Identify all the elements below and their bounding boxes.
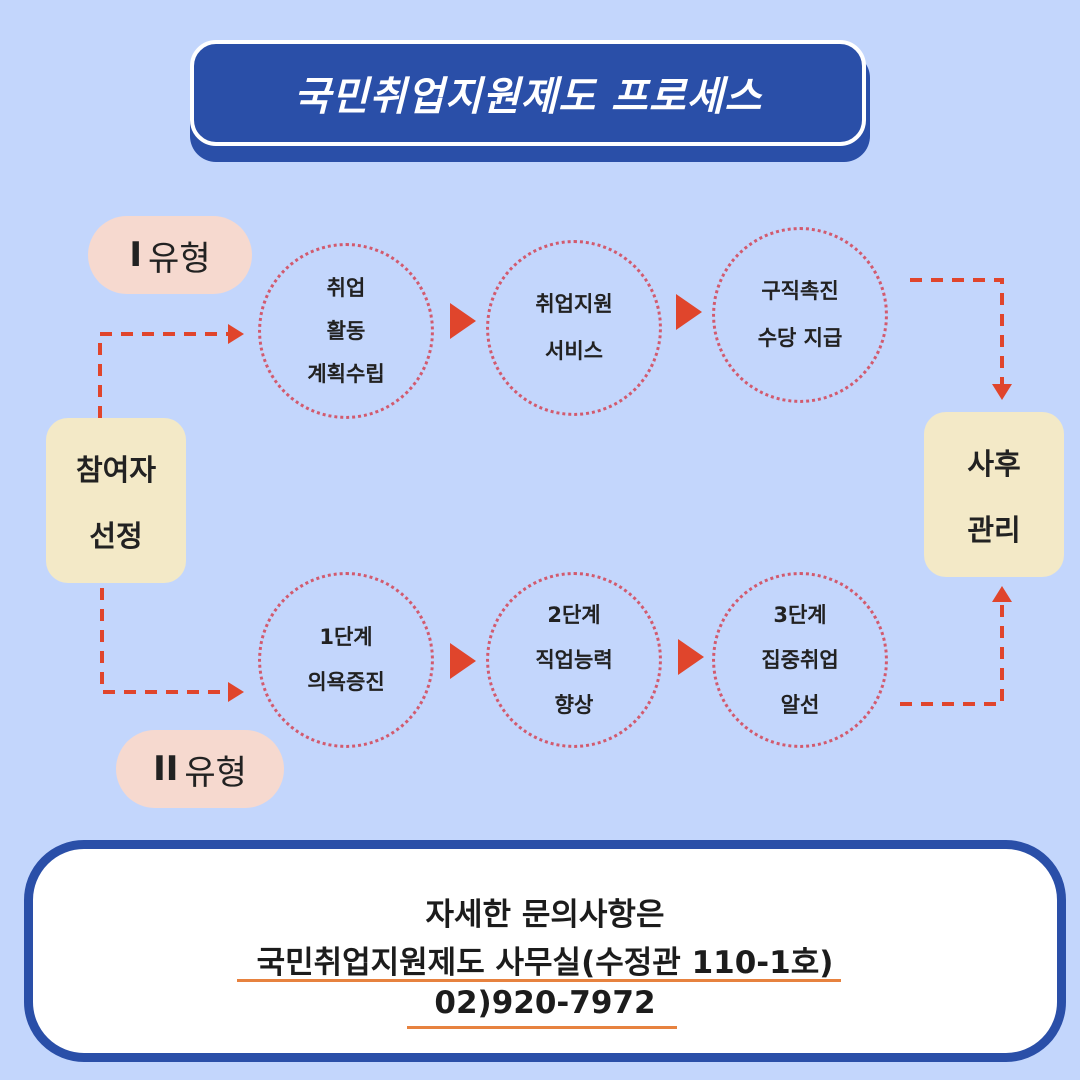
contact-office-underline bbox=[237, 979, 841, 982]
step-text: 활동 bbox=[326, 318, 366, 343]
arrowhead-to-type1 bbox=[228, 324, 244, 344]
step-text: 계획수립 bbox=[307, 361, 385, 386]
aftercare-line1: 사후 bbox=[967, 446, 1021, 481]
type1-label: I 유형 bbox=[88, 216, 252, 294]
contact-box: 자세한 문의사항은 국민취업지원제도 사무실(수정관 110-1호) 02)92… bbox=[24, 840, 1066, 1062]
arrow-to-type2 bbox=[100, 588, 228, 694]
arrow-to-type1 bbox=[98, 332, 228, 418]
type2-text: 유형 bbox=[184, 752, 247, 793]
arrow-type1-to-aftercare bbox=[910, 278, 1004, 384]
contact-phone: 02)920-7972 bbox=[434, 985, 656, 1021]
step-text: 수당 지급 bbox=[757, 326, 843, 350]
type1-arrow-1 bbox=[450, 303, 476, 339]
step-text: 알선 bbox=[780, 692, 820, 717]
step-text: 의욕증진 bbox=[307, 670, 385, 694]
type1-roman: I bbox=[129, 235, 143, 275]
step-text: 직업능력 bbox=[535, 647, 613, 672]
type2-arrow-1 bbox=[450, 643, 476, 679]
step-text: 2단계 bbox=[547, 602, 601, 627]
type1-arrow-2 bbox=[676, 294, 702, 330]
type2-step3-circle: 3단계 집중취업 알선 bbox=[712, 572, 888, 748]
participant-selection-box: 참여자 선정 bbox=[46, 418, 186, 583]
participant-line2: 선정 bbox=[89, 518, 143, 553]
step-text: 구직촉진 bbox=[761, 279, 839, 303]
type1-step2-circle: 취업지원 서비스 bbox=[486, 240, 662, 416]
arrow-type2-to-aftercare bbox=[900, 602, 1004, 706]
type2-roman: II bbox=[153, 749, 179, 789]
step-text: 집중취업 bbox=[761, 647, 839, 672]
contact-office: 국민취업지원제도 사무실(수정관 110-1호) bbox=[256, 945, 834, 981]
step-text: 취업지원 bbox=[535, 292, 613, 316]
type1-step1-circle: 취업 활동 계획수립 bbox=[258, 243, 434, 419]
participant-line1: 참여자 bbox=[75, 452, 157, 487]
aftercare-box: 사후 관리 bbox=[924, 412, 1064, 577]
type2-arrow-2 bbox=[678, 639, 704, 675]
aftercare-line2: 관리 bbox=[967, 512, 1021, 547]
type2-step1-circle: 1단계 의욕증진 bbox=[258, 572, 434, 748]
step-text: 1단계 bbox=[319, 625, 373, 649]
type1-text: 유형 bbox=[148, 238, 211, 279]
type2-step2-circle: 2단계 직업능력 향상 bbox=[486, 572, 662, 748]
type1-step3-circle: 구직촉진 수당 지급 bbox=[712, 227, 888, 403]
contact-phone-underline bbox=[407, 1026, 677, 1029]
arrowhead-type1-to-aftercare bbox=[992, 384, 1012, 400]
arrowhead-to-type2 bbox=[228, 682, 244, 702]
page-title: 국민취업지원제도 프로세스 bbox=[190, 40, 866, 146]
contact-line1: 자세한 문의사항은 bbox=[425, 897, 665, 933]
arrowhead-type2-to-aftercare bbox=[992, 586, 1012, 602]
step-text: 향상 bbox=[554, 692, 594, 717]
type2-label: II 유형 bbox=[116, 730, 284, 808]
step-text: 3단계 bbox=[773, 602, 827, 627]
step-text: 서비스 bbox=[545, 339, 603, 363]
step-text: 취업 bbox=[326, 275, 366, 300]
